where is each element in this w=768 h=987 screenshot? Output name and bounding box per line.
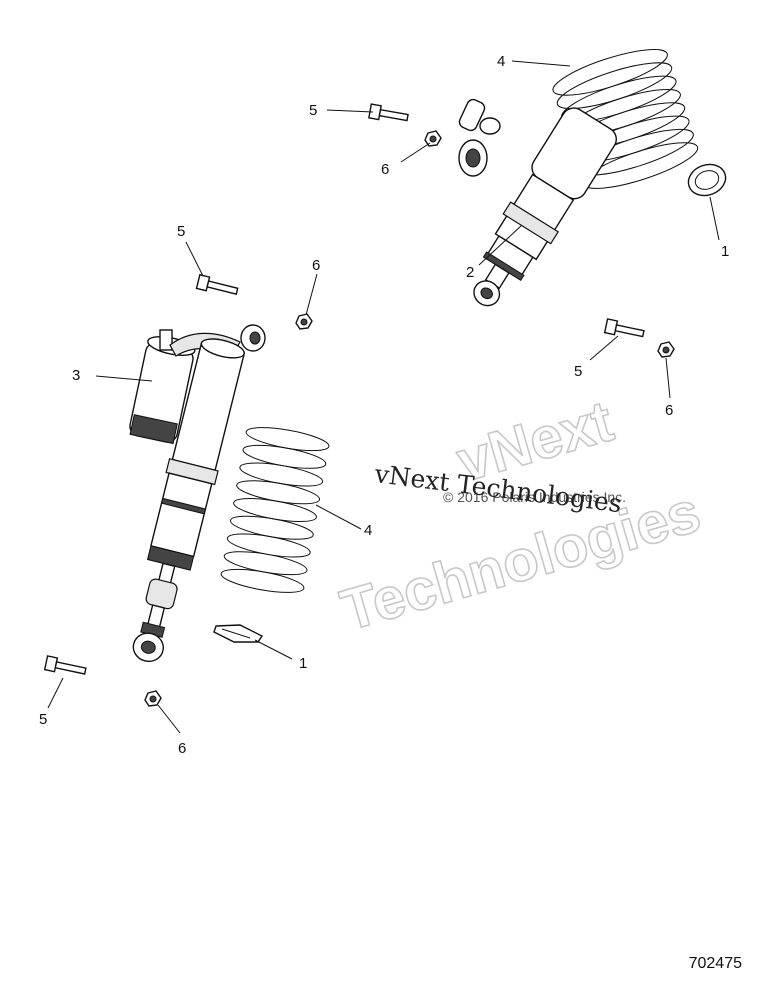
copyright-text: © 2016 Polaris Industries Inc. (443, 489, 626, 505)
callout-1-bottom: 1 (299, 655, 307, 672)
callout-3: 3 (72, 367, 80, 384)
callout-1-top: 1 (721, 243, 729, 260)
callout-group: 4 5 6 1 2 5 6 3 5 6 4 1 5 (39, 53, 729, 757)
callout-5-top: 5 (309, 102, 317, 119)
callout-2: 2 (466, 264, 474, 281)
callout-4-top: 4 (497, 53, 505, 70)
shock-upper (458, 98, 617, 307)
retainer-upper (687, 163, 727, 197)
bolt-left-upper (195, 273, 239, 295)
nut-bottom (144, 690, 162, 707)
shock-left (129, 324, 266, 663)
callout-5-left-lower: 5 (39, 711, 47, 728)
bolt-left-lower (43, 655, 87, 675)
callout-4-mid: 4 (364, 522, 372, 539)
retainer-lower (213, 624, 264, 643)
spring-middle (220, 427, 330, 593)
callout-6-top: 6 (381, 161, 389, 178)
diagram-number: 702475 (688, 955, 742, 972)
callout-6-bottom: 6 (178, 740, 186, 757)
nut-mid (295, 313, 313, 330)
watermark: vNext Technologies © 2016 Polaris Indust… (333, 388, 708, 645)
bolt-right (603, 318, 645, 338)
bolt-top (368, 103, 409, 122)
callout-5-right: 5 (574, 363, 582, 380)
nut-right (657, 341, 675, 358)
callout-6-right: 6 (665, 402, 673, 419)
nut-top (424, 130, 442, 147)
callout-6-mid: 6 (312, 257, 320, 274)
callout-5-left-upper: 5 (177, 223, 185, 240)
